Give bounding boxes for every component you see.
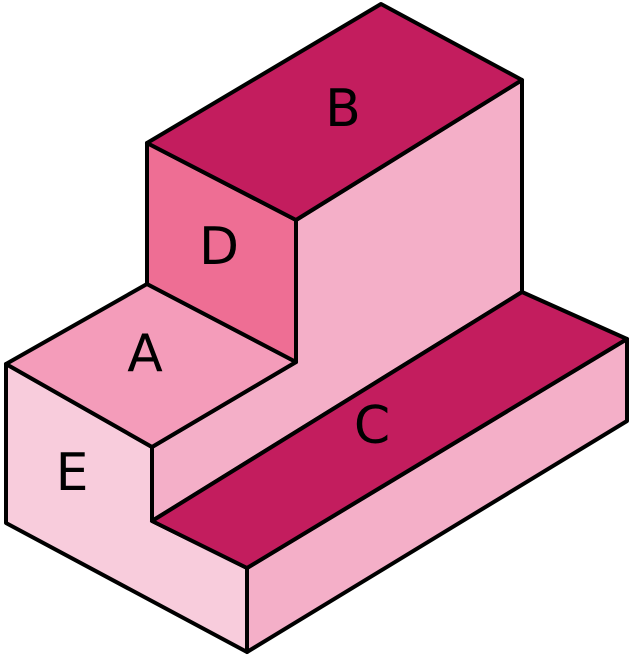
face-B [145,2,524,222]
face-D-label: D [199,217,239,277]
face-C [150,290,629,570]
face-B-label: B [325,79,361,139]
face-E-label: E [56,443,89,503]
face-C-label: C [354,396,390,456]
face-A-label: A [127,324,163,384]
